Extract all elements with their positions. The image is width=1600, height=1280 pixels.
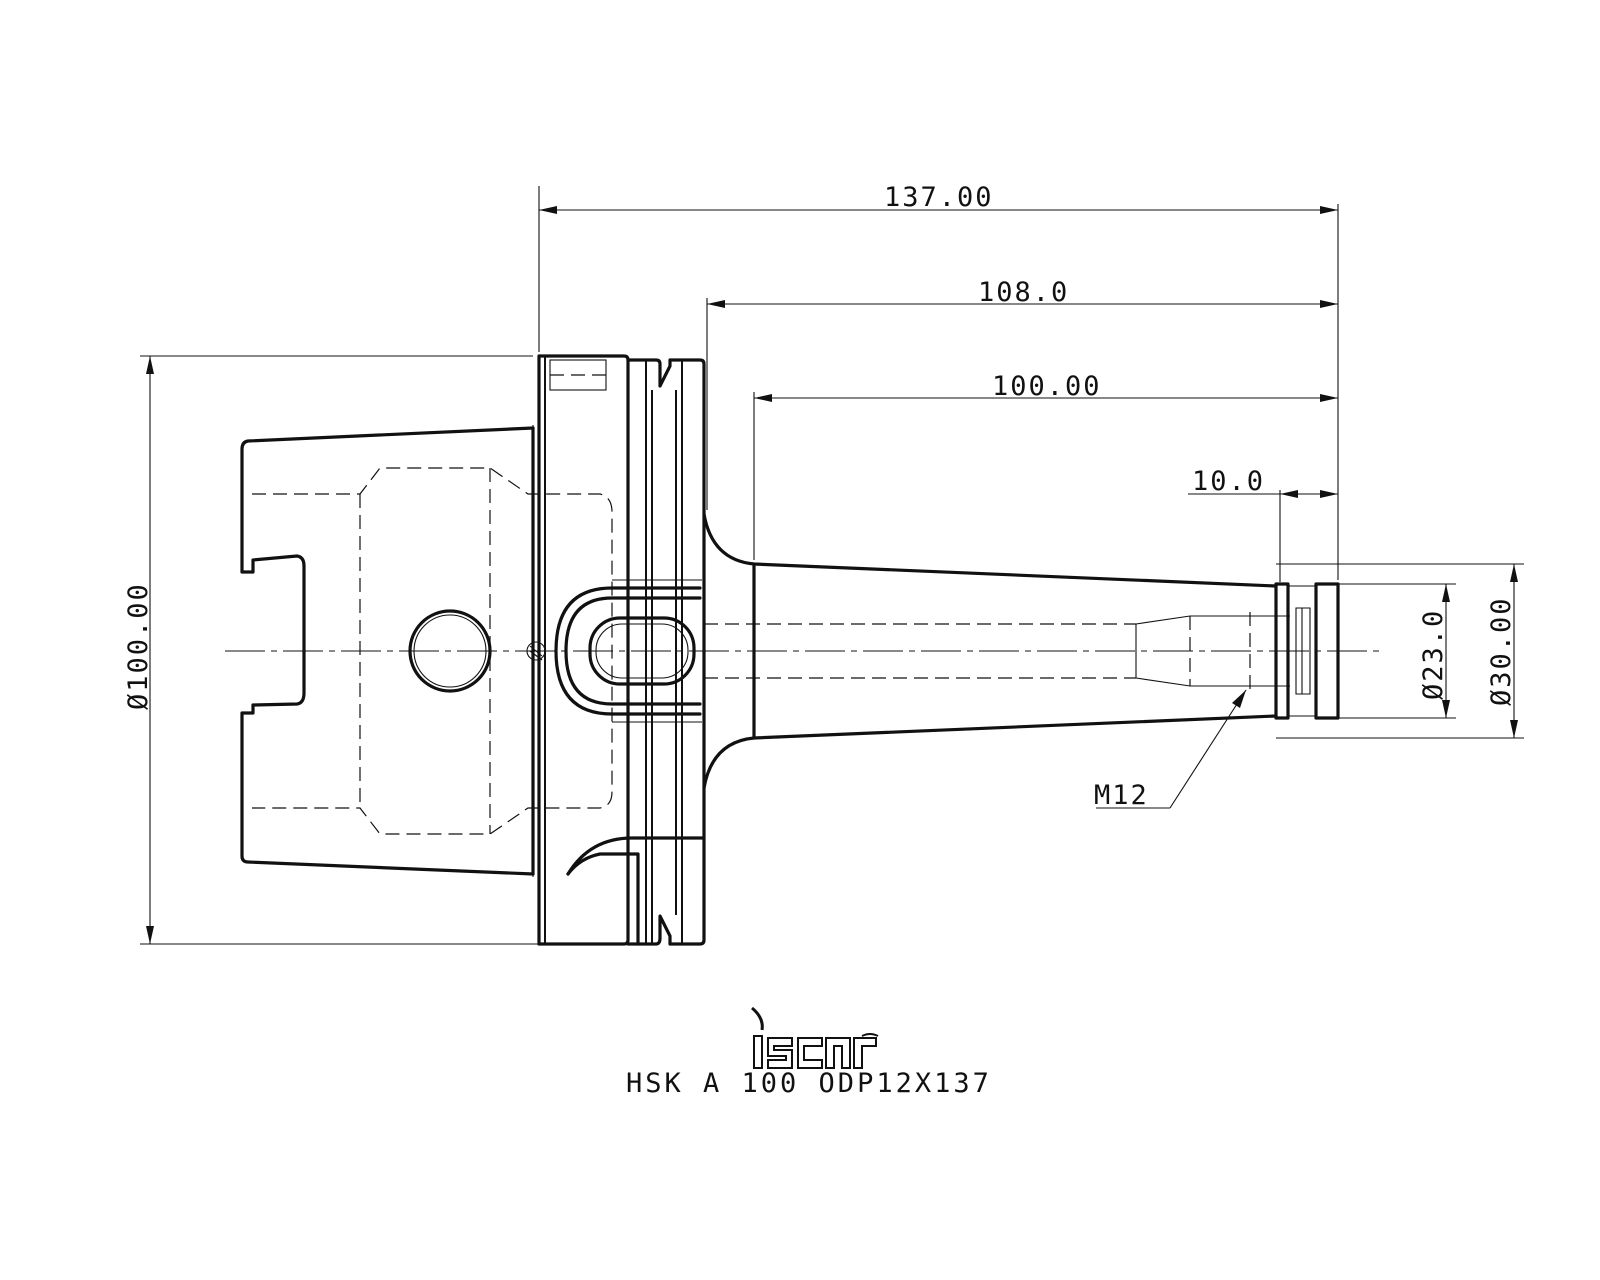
dim-10: 10.0 [1192, 466, 1265, 497]
dim-137: 137.00 [884, 182, 994, 213]
dim-100: 100.00 [992, 371, 1102, 402]
dim-thread-m12: M12 [1094, 780, 1149, 811]
dim-108: 108.0 [978, 277, 1069, 308]
dim-diameter-30: Ø30.00 [1486, 596, 1517, 706]
dimension-lines [140, 186, 1524, 945]
iscar-logo-icon [751, 1006, 879, 1069]
extension-body [702, 512, 1340, 790]
dim-diameter-100: Ø100.00 [123, 582, 154, 710]
part-number-title: HSK A 100 ODP12X137 [626, 1068, 992, 1099]
dim-diameter-23: Ø23.0 [1418, 609, 1449, 700]
hsk-shank [240, 425, 613, 877]
flange [526, 354, 706, 946]
